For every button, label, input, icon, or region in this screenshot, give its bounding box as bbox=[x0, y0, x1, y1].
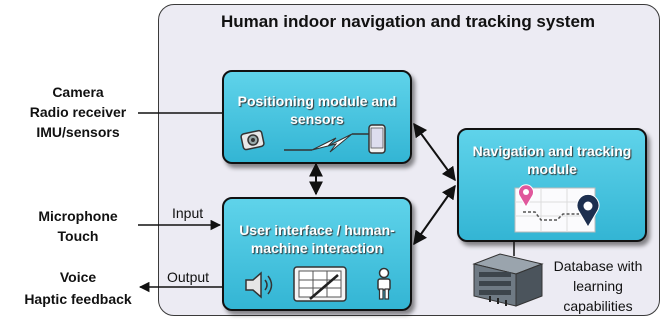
output-haptic-label: Haptic feedback bbox=[24, 291, 132, 307]
positioning-module-label: Positioning module and sensors bbox=[237, 93, 397, 127]
server-icon bbox=[472, 253, 544, 307]
camera-icon bbox=[240, 129, 265, 151]
person-icon bbox=[377, 267, 391, 300]
sensor-imu-label: IMU/sensors bbox=[36, 124, 120, 140]
sensor-radio-label: Radio receiver bbox=[29, 104, 127, 120]
database-label: Database with learning capabilities bbox=[553, 258, 643, 314]
output-devices-label: Voice Haptic feedback bbox=[8, 266, 148, 310]
location-pin-icon bbox=[518, 184, 534, 208]
input-microphone-label: Microphone bbox=[38, 208, 118, 224]
input-devices-label: Microphone Touch bbox=[8, 206, 148, 246]
smartphone-icon bbox=[368, 124, 386, 154]
output-voice-label: Voice bbox=[59, 269, 97, 285]
positioning-module: Positioning module and sensors bbox=[222, 70, 412, 164]
wireless-signal-icon bbox=[284, 133, 370, 153]
speaker-icon bbox=[245, 271, 273, 299]
input-touch-label: Touch bbox=[57, 228, 99, 244]
output-arrow-label: Output bbox=[167, 269, 210, 285]
location-pin-icon bbox=[576, 194, 600, 228]
sensor-camera-label: Camera bbox=[52, 84, 104, 100]
system-title: Human indoor navigation and tracking sys… bbox=[220, 12, 596, 31]
sensor-sources-label: Camera Radio receiver IMU/sensors bbox=[8, 82, 148, 142]
user-interface-module-label: User interface / human-machine interacti… bbox=[239, 222, 395, 256]
positioning-navigation-arrow bbox=[413, 122, 456, 182]
navigation-module-label: Navigation and tracking module bbox=[472, 143, 632, 177]
input-arrow-label: Input bbox=[172, 205, 204, 221]
touch-screen-icon bbox=[293, 266, 347, 302]
navigation-module: Navigation and tracking module bbox=[457, 128, 647, 242]
ui-navigation-arrow bbox=[413, 184, 456, 246]
user-interface-module: User interface / human-machine interacti… bbox=[222, 197, 412, 311]
